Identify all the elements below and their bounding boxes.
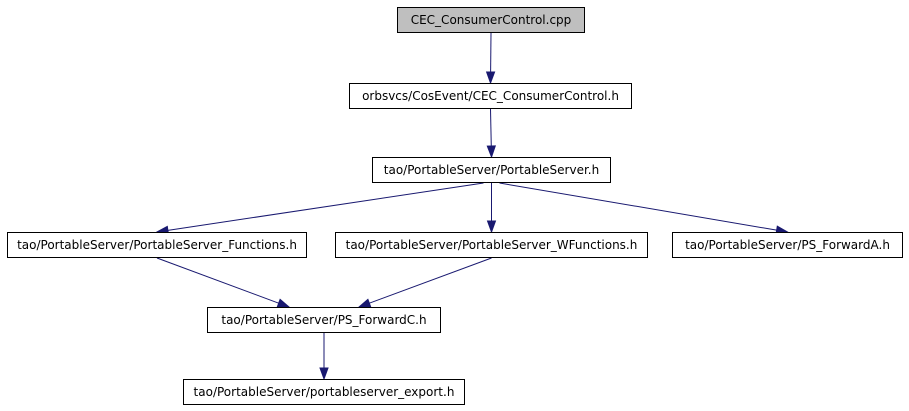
edge-n2-to-n5: [499, 182, 777, 231]
node-portableserver-wfunctions-h[interactable]: tao/PortableServer/PortableServer_WFunct…: [335, 232, 648, 258]
edge-n3-to-n6: [156, 257, 279, 304]
arrowhead-n3-to-n6: [276, 298, 291, 308]
node-label: orbsvcs/CosEvent/CEC_ConsumerControl.h: [362, 89, 619, 103]
node-label: tao/PortableServer/PS_ForwardC.h: [221, 313, 427, 327]
node-portableserver-functions-h[interactable]: tao/PortableServer/PortableServer_Functi…: [7, 232, 307, 258]
node-label: tao/PortableServer/PortableServer_WFunct…: [345, 238, 638, 252]
edge-n1-to-n2: [490, 108, 492, 147]
node-portableserver-export-h[interactable]: tao/PortableServer/portableserver_export…: [183, 379, 465, 405]
edge-n2-to-n3: [167, 182, 484, 231]
arrowhead-n0-to-n1: [485, 71, 496, 85]
node-portableserver-h[interactable]: tao/PortableServer/PortableServer.h: [372, 157, 611, 183]
arrowhead-n2-to-n4: [486, 220, 497, 234]
node-cec-consumercontrol-h[interactable]: orbsvcs/CosEvent/CEC_ConsumerControl.h: [349, 83, 632, 109]
node-label: CEC_ConsumerControl.cpp: [410, 13, 572, 27]
node-label: tao/PortableServer/PortableServer.h: [383, 163, 600, 177]
node-ps-forwarda-h[interactable]: tao/PortableServer/PS_ForwardA.h: [672, 232, 903, 258]
node-label: tao/PortableServer/PS_ForwardA.h: [685, 238, 890, 252]
edge-n4-to-n6: [369, 257, 492, 304]
arrowhead-n4-to-n6: [357, 298, 372, 308]
node-ps-forwardc-h[interactable]: tao/PortableServer/PS_ForwardC.h: [207, 307, 441, 333]
arrowhead-n1-to-n2: [486, 145, 497, 159]
arrowhead-n6-to-n7: [319, 367, 329, 381]
node-cec-consumercontrol-cpp[interactable]: CEC_ConsumerControl.cpp: [397, 7, 585, 33]
node-label: tao/PortableServer/PortableServer_Functi…: [17, 238, 297, 252]
node-label: tao/PortableServer/portableserver_export…: [193, 385, 455, 399]
